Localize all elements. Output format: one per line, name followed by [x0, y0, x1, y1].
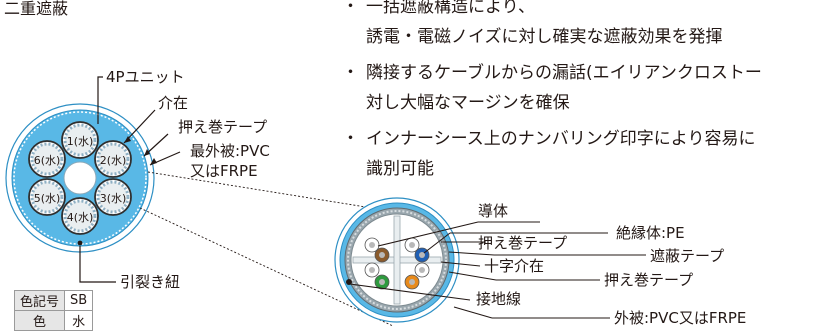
left-leader-arrowheads [124, 136, 157, 165]
callout-binding-tape-inner: 押え巻テープ [478, 234, 567, 252]
wire-pair-brown [364, 237, 390, 263]
feature-1-line-1: 一括遮蔽構造により、 [366, 0, 535, 17]
feature-3-line-2: 識別可能 [366, 159, 434, 179]
feature-2-line-1: 隣接するケーブルからの漏話(エイリアンクロストー [366, 63, 762, 83]
table-cell: SB [64, 290, 94, 311]
callout-4p-unit: 4Pユニット [106, 68, 185, 86]
pair-unit: 1(水) [61, 121, 99, 159]
table-cell: 色 [13, 310, 66, 331]
binding-tape-ring [13, 111, 147, 245]
wire-pair-green [364, 262, 390, 290]
color-code-table: 色記号 SB 色 水 [13, 290, 94, 331]
wire-pair-blue [404, 237, 430, 263]
ripcord-mark [77, 240, 83, 246]
pair-label: 4(水) [67, 211, 94, 224]
callout-conductor: 導体 [478, 202, 508, 220]
feature-item-2: ・ 隣接するケーブルからの漏話(エイリアンクロストー 対し大幅なマージンを確保 [340, 58, 819, 118]
pair-unit: 5(水) [28, 178, 66, 216]
table-cell: 色記号 [13, 290, 66, 311]
callout-shield-tape: 遮蔽テープ [650, 247, 724, 265]
cross-filler-vertical [393, 215, 401, 305]
pair-label: 1(水) [67, 135, 94, 148]
callout-binding-tape-outer: 押え巻テープ [604, 271, 693, 289]
feature-1-line-2: 誘電・電磁ノイズに対し確実な遮蔽効果を発揮 [366, 27, 723, 47]
pair-unit: 6(水) [28, 140, 66, 178]
zoom-guide-lines [139, 171, 394, 327]
pair-label: 6(水) [34, 154, 61, 167]
bullet-mark: ・ [342, 129, 359, 149]
pair-unit: 3(水) [94, 178, 132, 216]
binding-tape-inner [347, 210, 447, 310]
drain-wire [346, 279, 352, 285]
bullet-mark: ・ [342, 0, 359, 17]
center-filler [63, 161, 97, 195]
bullet-mark: ・ [342, 63, 359, 83]
right-leader-lines [349, 221, 646, 319]
table-cell: 水 [64, 310, 94, 331]
callout-cross-filler: 十字介在 [484, 257, 544, 275]
feature-2-line-2: 対し大幅なマージンを確保 [366, 93, 570, 113]
pair-label: 3(水) [100, 192, 127, 205]
callout-outer-sheath-2: 又はFRPE [190, 162, 258, 180]
callout-filler: 介在 [158, 94, 188, 112]
callout-insulation: 絶縁体:PE [616, 224, 685, 242]
feature-item-3: ・ インナーシース上のナンバリング印字により容易に 識別可能 [340, 124, 819, 184]
wire-pair-orange [404, 262, 430, 290]
pair-unit: 2(水) [94, 140, 132, 178]
callout-ripcord: 引裂き紐 [120, 273, 180, 291]
table-row: 色記号 SB [13, 290, 94, 311]
callout-binding-tape: 押え巻テープ [178, 118, 267, 136]
unit-detail-cross-section [334, 197, 460, 323]
feature-item-1: ・ 一括遮蔽構造により、 誘電・電磁ノイズに対し確実な遮蔽効果を発揮 [340, 0, 819, 52]
callout-outer-sheath-1: 最外被:PVC [190, 142, 270, 160]
pair-unit: 4(水) [61, 197, 99, 235]
callout-sheath: 外被:PVC又はFRPE [614, 309, 746, 327]
feature-list: ・ 一括遮蔽構造により、 誘電・電磁ノイズに対し確実な遮蔽効果を発揮 ・ 隣接す… [340, 0, 819, 184]
callout-drain-wire: 接地線 [476, 290, 521, 308]
pair-label: 5(水) [34, 192, 61, 205]
section-title: 二重遮蔽 [4, 0, 69, 18]
table-row: 色 水 [13, 310, 94, 331]
pair-label: 2(水) [100, 154, 127, 167]
feature-3-line-1: インナーシース上のナンバリング印字により容易に [366, 129, 756, 149]
